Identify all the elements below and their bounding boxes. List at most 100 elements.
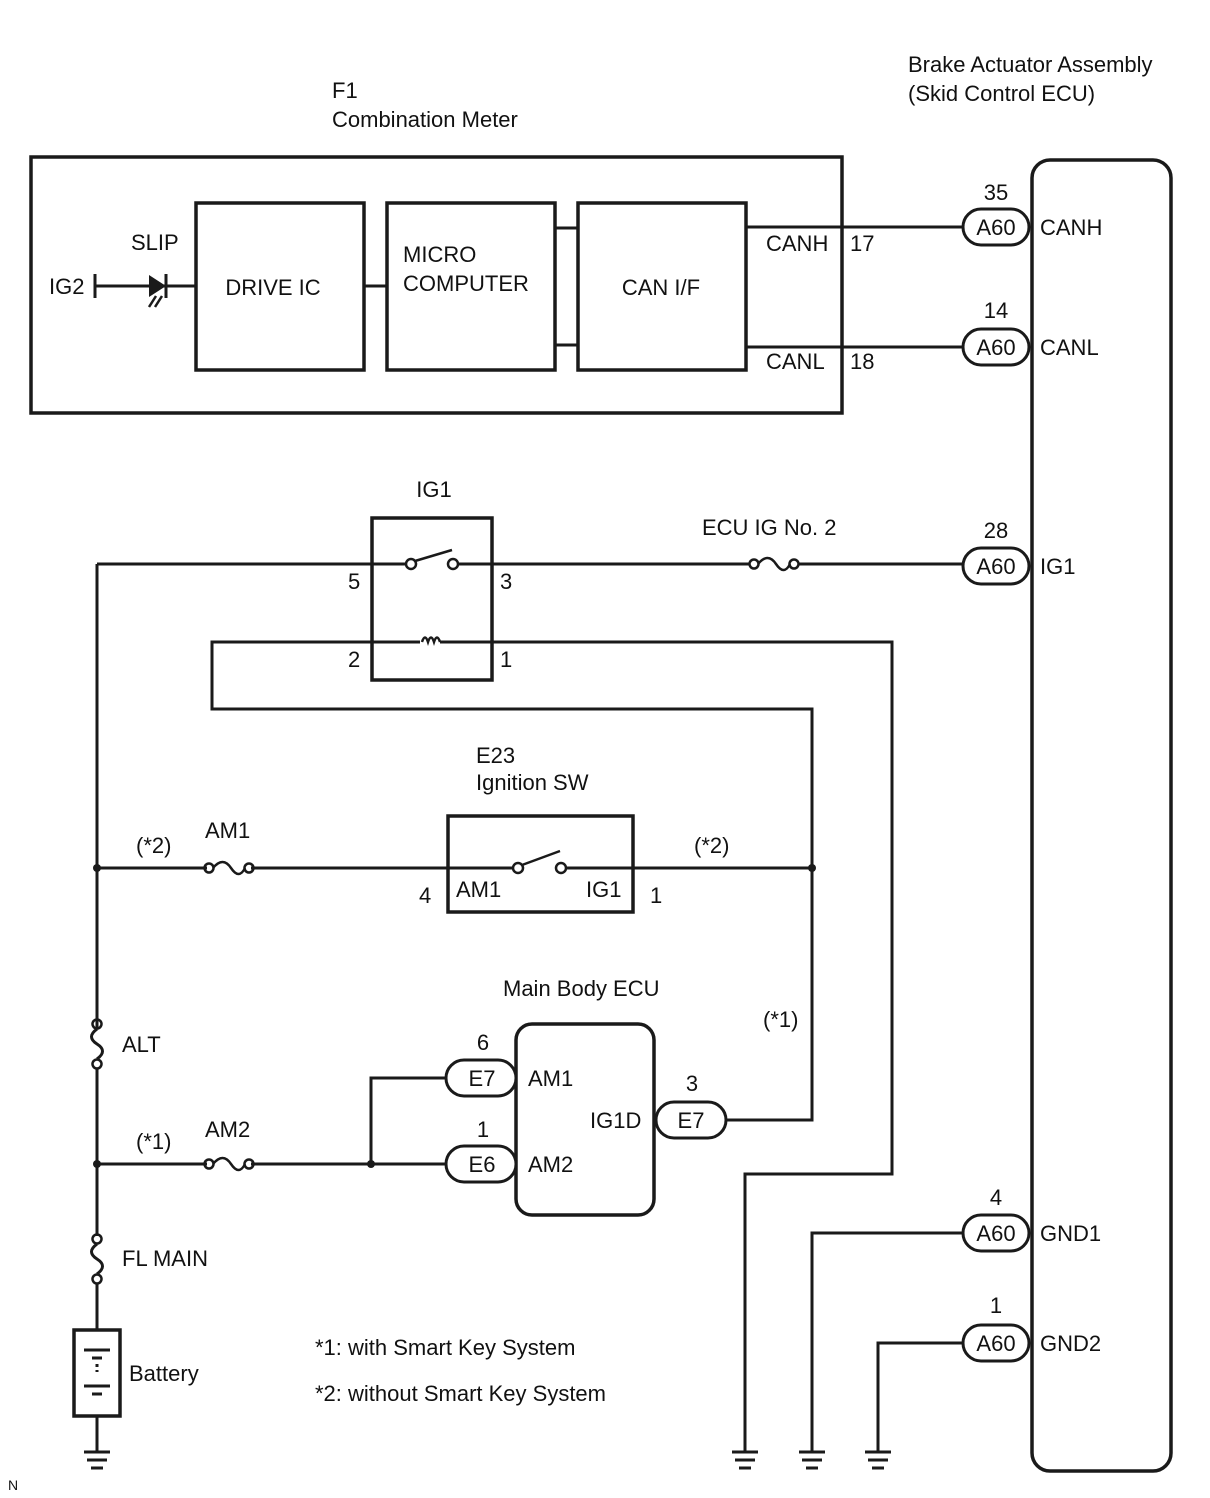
pin-name: IG1 bbox=[1040, 554, 1075, 579]
connector-label: A60 bbox=[976, 554, 1015, 579]
a60-gnd2: 1 A60 GND2 bbox=[961, 1293, 1101, 1363]
brake-actuator-title: Brake Actuator Assembly bbox=[908, 52, 1153, 77]
corner-mark: N bbox=[8, 1477, 18, 1493]
ecu-am2-label: AM2 bbox=[528, 1152, 573, 1177]
coil-right-wire bbox=[440, 640, 894, 1452]
relay-pin-5: 5 bbox=[348, 569, 360, 594]
star2-tag-left: (*2) bbox=[136, 833, 171, 858]
ig2-label: IG2 bbox=[49, 274, 84, 299]
a60-gnd1: 4 A60 GND1 bbox=[961, 1185, 1101, 1253]
main-body-ecu-title: Main Body ECU bbox=[503, 976, 660, 1001]
note-smart-key: *1: with Smart Key System bbox=[315, 1335, 575, 1360]
ecu-pin-number: 3 bbox=[686, 1071, 698, 1096]
pin-name: CANL bbox=[1040, 335, 1099, 360]
alt-fuse-icon bbox=[90, 1018, 104, 1070]
ecu-ig-fuse-icon bbox=[748, 556, 800, 572]
ecu-connector-label: E6 bbox=[469, 1152, 496, 1177]
ignition-switch-box bbox=[446, 814, 635, 914]
fl-main-fuse-icon bbox=[90, 1233, 104, 1285]
canl-label: CANL bbox=[766, 349, 825, 374]
coil-left-wire bbox=[210, 640, 814, 1122]
a60-canh: 35 A60 CANH bbox=[961, 180, 1102, 247]
a60-ig1: 28 A60 IG1 bbox=[961, 518, 1075, 586]
pin-number: 28 bbox=[984, 518, 1008, 543]
ignition-switch-contact-icon bbox=[511, 849, 568, 875]
main-body-ecu-box bbox=[514, 1022, 656, 1217]
am2-fuse-icon bbox=[203, 1156, 255, 1172]
relay-switch-icon bbox=[404, 548, 460, 571]
note-no-smart-key: *2: without Smart Key System bbox=[315, 1381, 606, 1406]
star1-tag-ecu: (*1) bbox=[763, 1007, 798, 1032]
ignition-switch-am1: AM1 bbox=[456, 877, 501, 902]
combination-meter-box bbox=[29, 155, 844, 415]
ground-icon bbox=[84, 1450, 110, 1470]
ignition-switch-title: Ignition SW bbox=[476, 770, 589, 795]
combination-meter-connector: F1 bbox=[332, 78, 358, 103]
ig1-relay: IG1 5 3 2 1 bbox=[348, 477, 512, 682]
canh-label: CANH bbox=[766, 231, 828, 256]
pin-name: GND2 bbox=[1040, 1331, 1101, 1356]
connector-label: A60 bbox=[976, 335, 1015, 360]
canl-pin: 18 bbox=[850, 349, 874, 374]
drive-ic-label: DRIVE IC bbox=[225, 275, 320, 300]
pin-number: 35 bbox=[984, 180, 1008, 205]
ignition-switch-ig1: IG1 bbox=[586, 877, 621, 902]
pin-number: 1 bbox=[990, 1293, 1002, 1318]
canh-pin: 17 bbox=[850, 231, 874, 256]
pin-name: CANH bbox=[1040, 215, 1102, 240]
pin-number: 4 bbox=[990, 1185, 1002, 1210]
pin-number: 14 bbox=[984, 298, 1008, 323]
gnd2-wire bbox=[876, 1341, 964, 1452]
ignition-switch-connector: E23 bbox=[476, 743, 515, 768]
main-body-ecu: Main Body ECU 6 E7 AM1 1 E6 AM2 IG1D 3 E… bbox=[444, 976, 728, 1217]
ecu-pin-number: 6 bbox=[477, 1030, 489, 1055]
relay-pin-1: 1 bbox=[500, 647, 512, 672]
ecu-connector-e7-ig1d bbox=[654, 1100, 728, 1140]
am1-fuse-icon bbox=[203, 860, 255, 876]
can-if-block bbox=[576, 201, 748, 372]
can-if-label: CAN I/F bbox=[622, 275, 700, 300]
gnd1-wire bbox=[810, 1231, 964, 1452]
ig1-relay-label: IG1 bbox=[416, 477, 451, 502]
junction-dot bbox=[93, 864, 101, 872]
pin-name: GND1 bbox=[1040, 1221, 1101, 1246]
junction-dot bbox=[367, 1160, 375, 1168]
ground-icon bbox=[732, 1450, 758, 1470]
ignition-switch-pin-4: 4 bbox=[419, 883, 431, 908]
alt-fuse-label: ALT bbox=[122, 1032, 161, 1057]
connector-label: A60 bbox=[976, 215, 1015, 240]
ecu-connector-label: E7 bbox=[678, 1108, 705, 1133]
ecu-ig-fuse-label: ECU IG No. 2 bbox=[702, 515, 836, 540]
am2-fuse-label: AM2 bbox=[205, 1117, 250, 1142]
brake-actuator-assembly: Brake Actuator Assembly (Skid Control EC… bbox=[908, 52, 1173, 1473]
ecu-pin-number: 1 bbox=[477, 1117, 489, 1142]
ignition-switch: E23 Ignition SW AM1 IG1 4 1 bbox=[419, 743, 662, 914]
brake-actuator-subtitle: (Skid Control ECU) bbox=[908, 81, 1095, 106]
ecu-connector-label: E7 bbox=[469, 1066, 496, 1091]
ground-icon bbox=[799, 1450, 825, 1470]
battery-box bbox=[72, 1328, 122, 1418]
ignition-switch-pin-1: 1 bbox=[650, 883, 662, 908]
relay-pin-2: 2 bbox=[348, 647, 360, 672]
star2-tag-right: (*2) bbox=[694, 833, 729, 858]
micro-computer-label-1: MICRO bbox=[403, 242, 476, 267]
relay-coil-icon bbox=[420, 636, 442, 646]
ig1-relay-box bbox=[370, 516, 494, 682]
star1-tag-left: (*1) bbox=[136, 1129, 171, 1154]
connector-label: A60 bbox=[976, 1221, 1015, 1246]
am2-to-am1-branch bbox=[369, 1076, 446, 1164]
micro-computer-label-2: COMPUTER bbox=[403, 271, 529, 296]
ecu-am1-label: AM1 bbox=[528, 1066, 573, 1091]
brake-actuator-box bbox=[1030, 158, 1173, 1473]
junction-dot bbox=[808, 864, 816, 872]
battery-label: Battery bbox=[129, 1361, 199, 1386]
a60-canl: 14 A60 CANL bbox=[961, 298, 1099, 367]
relay-pin-3: 3 bbox=[500, 569, 512, 594]
am1-fuse-label: AM1 bbox=[205, 818, 250, 843]
battery: Battery bbox=[72, 1328, 199, 1418]
slip-led-icon bbox=[147, 274, 168, 308]
fl-main-fuse-label: FL MAIN bbox=[122, 1246, 208, 1271]
combination-meter-title: Combination Meter bbox=[332, 107, 518, 132]
slip-label: SLIP bbox=[131, 230, 179, 255]
